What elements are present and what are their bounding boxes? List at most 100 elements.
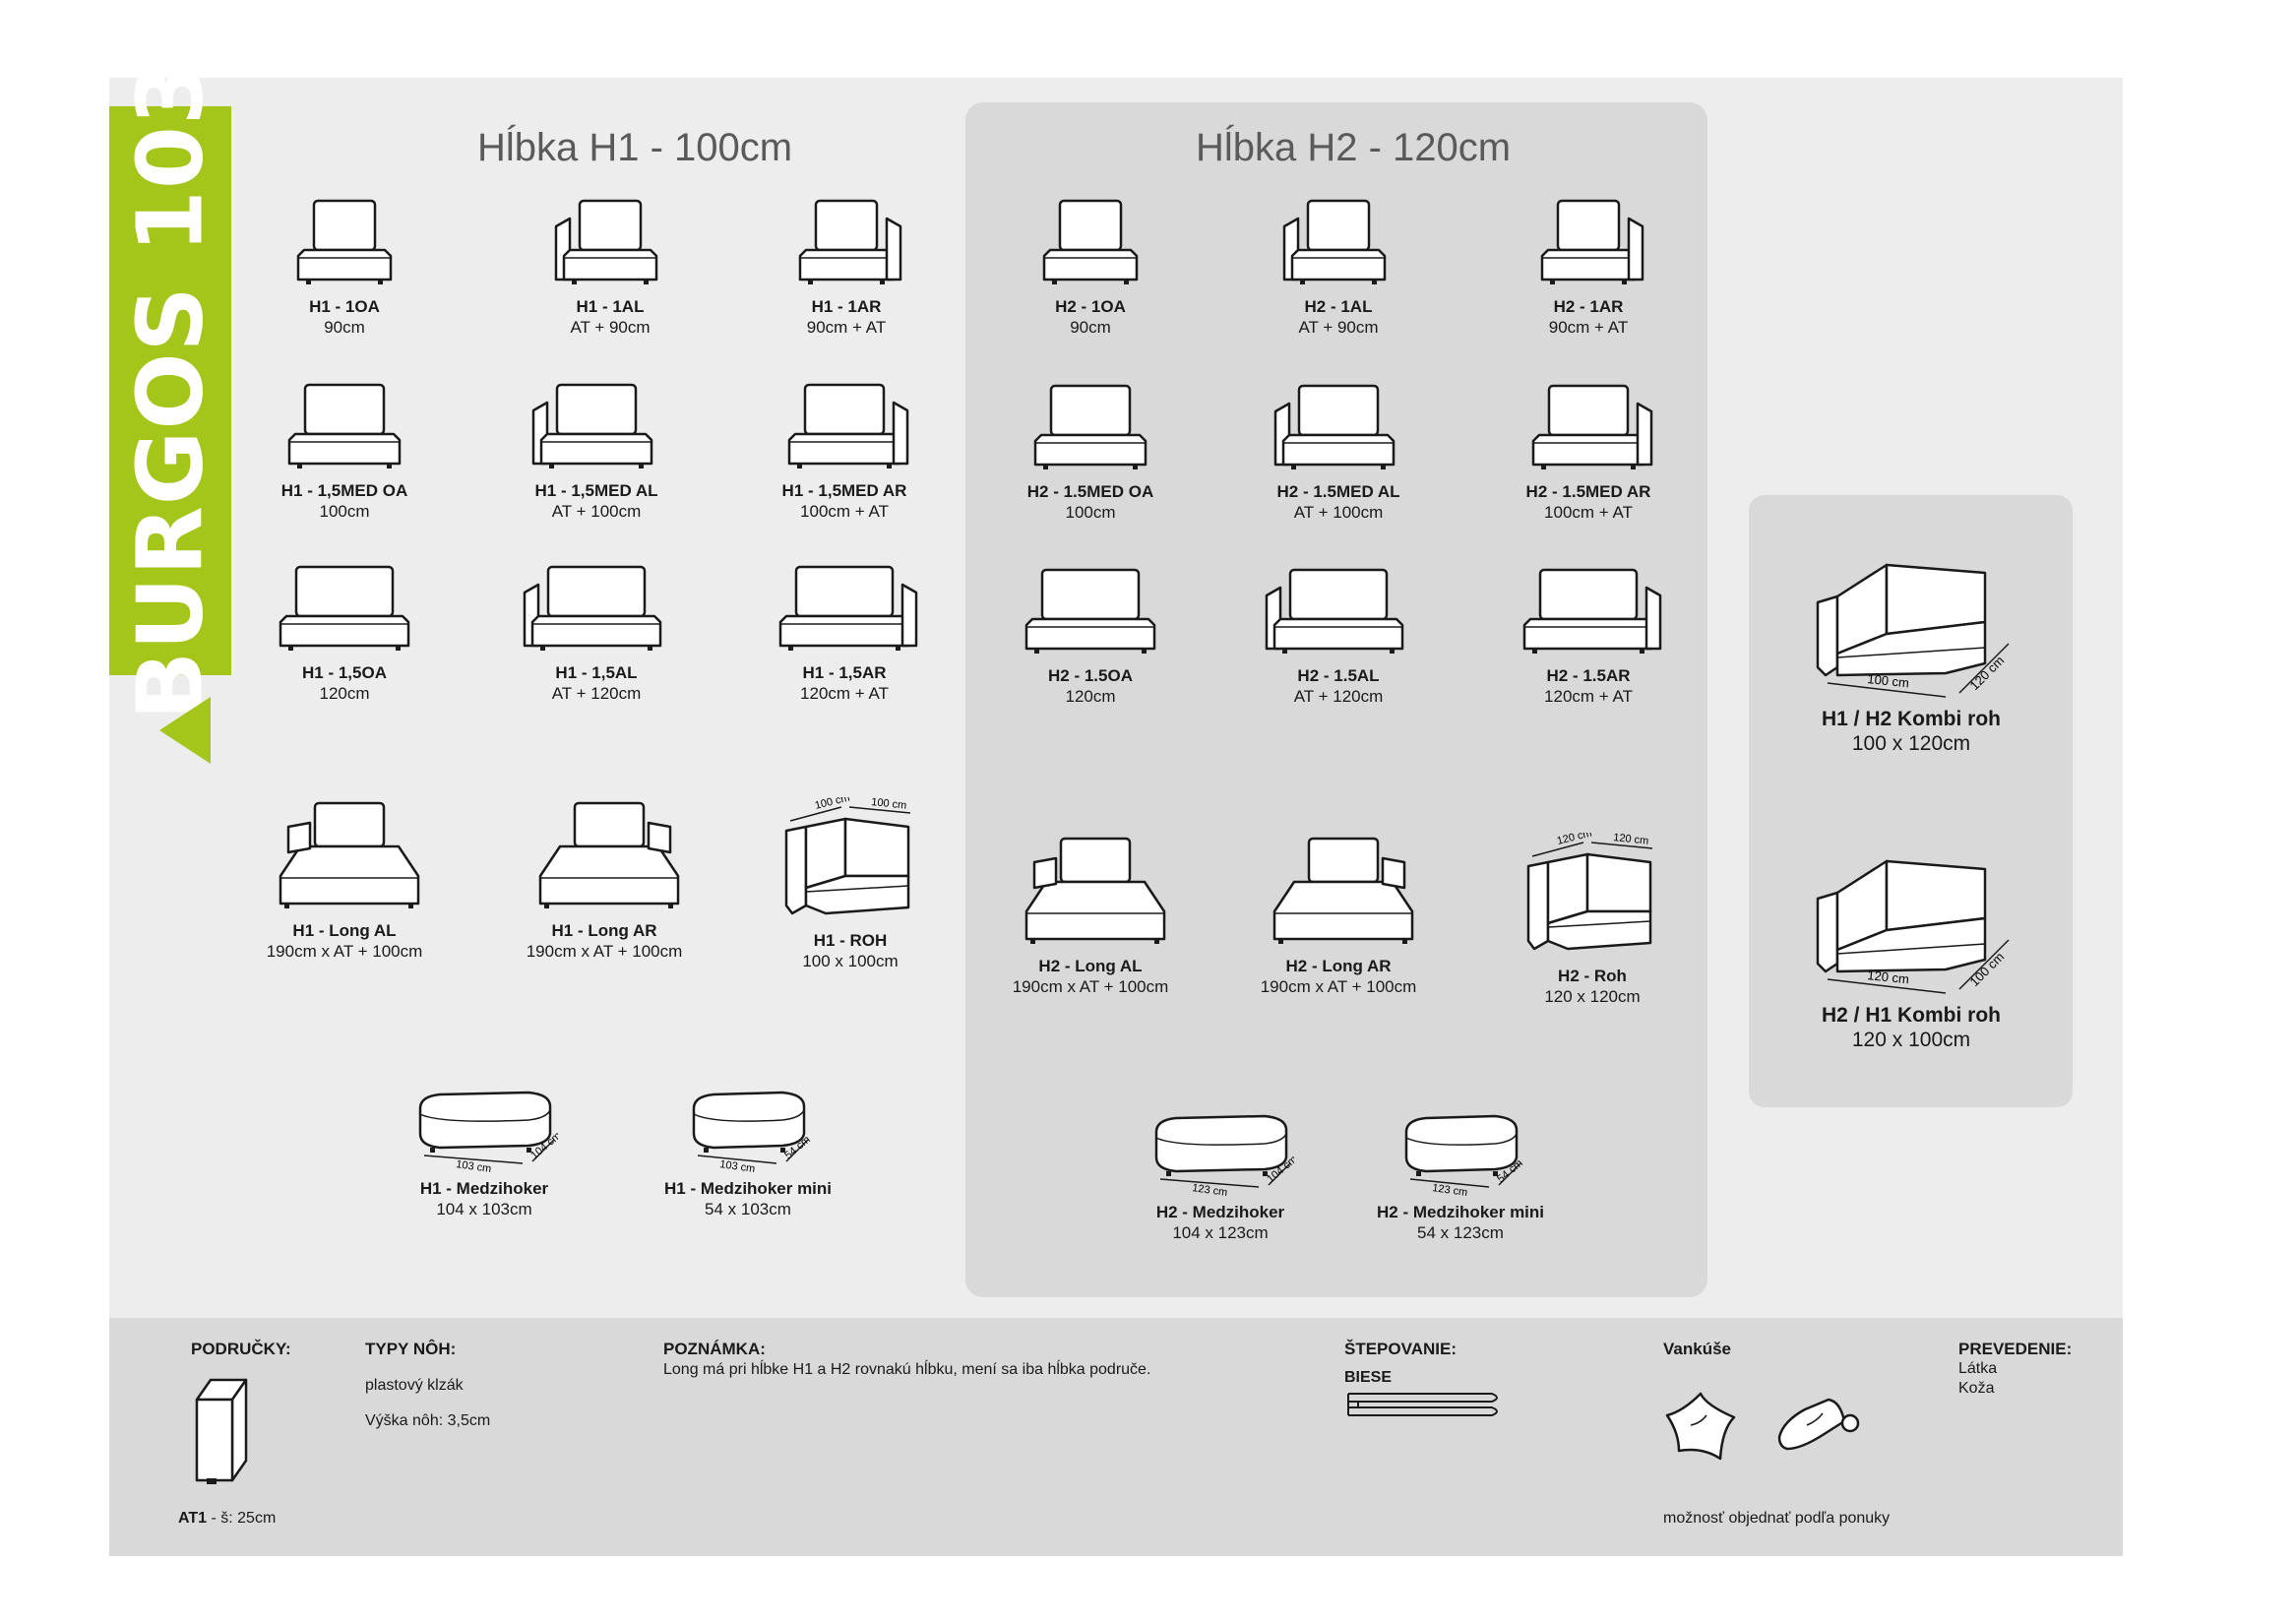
module-dimensions: AT + 120cm xyxy=(551,684,642,703)
icon-shape xyxy=(789,806,842,822)
module-dimensions: 100cm + AT xyxy=(800,502,889,521)
icon-shape xyxy=(1816,594,1839,677)
icon-shape xyxy=(1133,465,1138,469)
icon-shape xyxy=(1958,939,2010,990)
icon-shape xyxy=(1033,433,1148,467)
module-code: H1 - ROH xyxy=(813,931,888,950)
module-item-h1-1al: H1 - 1AL AT + 90cm xyxy=(482,193,738,338)
icon-shape xyxy=(1538,568,1639,621)
finish-option-fabric: Látka xyxy=(1958,1360,1998,1377)
icon-shape xyxy=(419,1109,551,1122)
module-dimensions: 100 x 120cm xyxy=(1851,732,1971,755)
icon-shape xyxy=(303,383,386,436)
icon-shape xyxy=(418,1091,552,1150)
icon-shape xyxy=(1622,280,1627,284)
icon-shape xyxy=(668,904,673,908)
icon-shape xyxy=(1416,1171,1421,1176)
icon-shape xyxy=(704,1148,709,1153)
module-code: H1 - Medzihoker mini xyxy=(663,1179,833,1198)
piping-icon xyxy=(1347,1393,1498,1416)
icon-shape xyxy=(1290,248,1387,281)
icon-shape xyxy=(1300,280,1305,284)
icon-shape xyxy=(1154,939,1159,944)
icon-shape xyxy=(294,565,395,618)
icon-shape xyxy=(1042,248,1139,281)
module-code: H1 - Long AL xyxy=(292,921,397,940)
icon-shape xyxy=(1631,465,1636,469)
icon-shape xyxy=(1166,1171,1171,1176)
icon-shape xyxy=(1409,1178,1490,1188)
icon-shape xyxy=(880,280,885,284)
module-code: H2 - Long AR xyxy=(1285,957,1392,975)
sofa-module-arm-left-icon xyxy=(523,565,662,651)
icon-shape xyxy=(555,383,638,436)
icon-shape xyxy=(794,565,895,618)
legs-type: plastový klzák xyxy=(365,1377,464,1394)
icon-shape xyxy=(1835,916,1987,973)
dimension-label: 103 cm xyxy=(456,1158,492,1173)
module-dimensions: 104 x 103cm xyxy=(436,1200,532,1218)
module-dimensions: 100cm xyxy=(319,502,370,521)
icon-shape xyxy=(1836,943,1986,955)
icon-shape xyxy=(808,280,813,284)
module-dimensions: 120cm + AT xyxy=(1544,687,1633,706)
module-dimensions: AT + 90cm xyxy=(570,318,651,337)
icon-shape xyxy=(1307,837,1380,884)
icon-shape xyxy=(539,432,653,466)
icon-shape xyxy=(788,646,793,651)
sofa-module-no-arm-icon xyxy=(1033,384,1148,469)
icon-shape xyxy=(797,464,802,468)
armrest-code-line: AT1 - š: 25cm xyxy=(178,1509,276,1529)
sofa-module-arm-right-icon xyxy=(778,565,918,651)
module-code: H1 - 1AL xyxy=(576,297,645,316)
module-dimensions: 120 x 100cm xyxy=(1851,1029,1971,1051)
icon-shape xyxy=(562,248,658,281)
dimension-label: 123 cm xyxy=(1192,1182,1228,1197)
icon-shape xyxy=(639,464,644,468)
h1-section-title: Hĺbka H1 - 100cm xyxy=(476,126,793,169)
module-dimensions: 54 x 123cm xyxy=(1417,1223,1504,1242)
chaise-arm-left-icon xyxy=(279,801,420,908)
icon-shape xyxy=(1827,978,1947,994)
icon-shape xyxy=(885,217,902,281)
module-dimensions: 190cm x AT + 100cm xyxy=(266,942,423,961)
module-dimensions: 100cm xyxy=(1065,503,1116,522)
icon-shape xyxy=(1032,856,1058,890)
stitching-title: ŠTEPOVANIE: xyxy=(1344,1340,1457,1358)
sofa-module-arm-right-icon xyxy=(787,383,909,468)
icon-shape xyxy=(1550,280,1555,284)
sofa-module-no-arm-icon xyxy=(287,383,402,468)
icon-shape xyxy=(1059,837,1132,884)
icon-shape xyxy=(573,801,646,848)
icon-shape xyxy=(1585,852,1652,913)
icon-shape xyxy=(287,432,402,466)
armrest-width: - š: 25cm xyxy=(207,1510,277,1527)
module-code: H2 - Medzihoker mini xyxy=(1376,1203,1545,1221)
icon-shape xyxy=(1263,1171,1268,1176)
armrests-title: PODRUČKY: xyxy=(191,1340,291,1358)
module-code: H1 - 1,5MED AL xyxy=(534,481,658,500)
module-code: H2 - 1AR xyxy=(1553,297,1624,316)
dimension-label: 103 cm xyxy=(719,1158,756,1173)
module-dimensions: 120cm + AT xyxy=(800,684,889,703)
sofa-module-arm-right-icon xyxy=(1540,199,1644,284)
module-dimensions: 120cm xyxy=(319,684,370,703)
icon-shape xyxy=(787,432,901,466)
module-code: H2 - Medzihoker xyxy=(1155,1203,1285,1221)
brand-name: BURGOS 103 xyxy=(117,61,223,720)
sofa-module-arm-right-icon xyxy=(1531,384,1653,469)
back-arrow-icon[interactable] xyxy=(159,697,211,764)
icon-shape xyxy=(785,1139,809,1162)
icon-shape xyxy=(1636,402,1653,467)
icon-shape xyxy=(279,844,420,906)
h2-section-title: Hĺbka H2 - 120cm xyxy=(1195,126,1512,169)
icon-shape xyxy=(396,646,401,651)
